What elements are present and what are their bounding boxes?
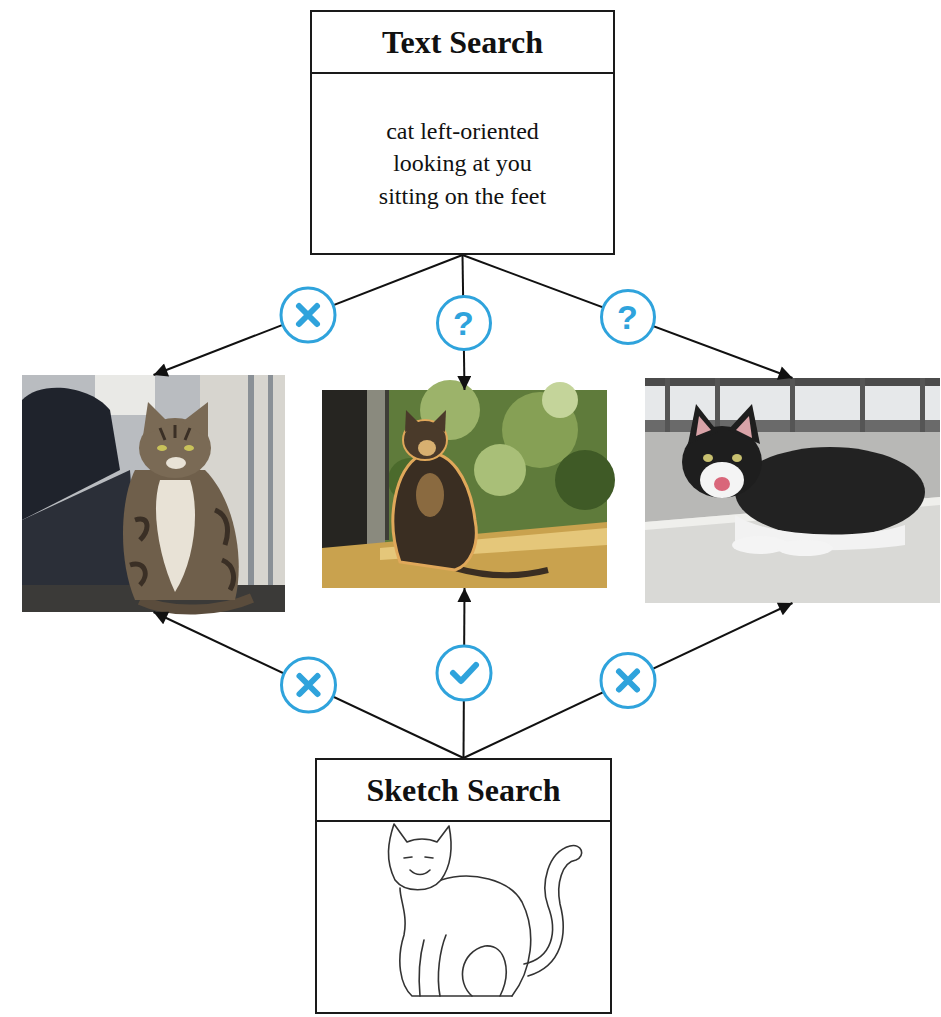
black-white-cat-photo <box>665 378 670 432</box>
backlit-cat-photo <box>418 440 436 456</box>
photo-frame <box>22 375 285 612</box>
arrow-connector <box>463 255 793 378</box>
black-white-cat-photo <box>703 454 713 462</box>
black-white-cat-photo <box>920 378 925 432</box>
black-white-cat-photo <box>732 454 742 462</box>
header-cell: Sketch Search <box>317 760 610 822</box>
cross-badge <box>281 288 335 342</box>
backlit-cat-photo <box>367 390 385 545</box>
question-badge: ? <box>600 289 656 345</box>
backlit-cat-photo <box>393 453 476 570</box>
cross-badge <box>300 676 318 694</box>
black-white-cat-photo <box>700 462 744 498</box>
tabby-cat-photo <box>160 425 190 440</box>
edge-label: ? <box>617 300 638 334</box>
box-title: Text Search <box>382 24 543 61</box>
header-cell: Text Search <box>312 12 613 74</box>
black-white-cat-photo <box>645 378 940 432</box>
black-white-cat-photo <box>736 416 752 438</box>
backlit-cat-photo <box>542 382 578 418</box>
black-white-cat-photo <box>645 378 940 603</box>
photo-frame <box>645 378 940 603</box>
arrow-connector <box>154 612 464 758</box>
tabby-cat-photo <box>156 480 195 592</box>
arrow-connector <box>154 255 463 375</box>
backlit-cat-photo <box>432 410 446 432</box>
black-white-cat-photo <box>696 416 711 436</box>
cat-sketch <box>441 876 531 996</box>
tabby-cat-photo <box>157 445 167 451</box>
cat-sketch <box>438 935 446 996</box>
cat-sketch <box>388 824 581 996</box>
black-white-cat-photo <box>735 447 925 537</box>
backlit-cat-photo <box>474 444 526 496</box>
cross-badge <box>282 658 336 712</box>
box-title: Sketch Search <box>366 772 560 809</box>
backlit-cat-photo <box>405 410 420 432</box>
cat-sketch <box>410 870 430 875</box>
body-cell: cat left-oriented looking at you sitting… <box>312 74 613 253</box>
backlit-cat-photo <box>455 568 548 575</box>
cross-badge <box>281 288 335 342</box>
tabby-cat-photo <box>182 402 208 438</box>
black-white-cat-photo <box>645 378 940 603</box>
cross-badge <box>601 654 655 708</box>
tabby-cat-photo <box>22 375 285 612</box>
tabby-cat-photo <box>248 375 254 612</box>
black-white-cat-photo <box>714 477 730 491</box>
tabby-cat-photo <box>143 402 170 436</box>
photo-frame <box>322 390 607 588</box>
black-white-cat-photo <box>688 404 718 444</box>
backlit-cat-photo <box>555 450 615 510</box>
cross-badge <box>282 658 336 712</box>
cross-badge <box>619 672 637 690</box>
check-badge <box>437 646 491 700</box>
backlit-cat-photo <box>416 473 444 517</box>
edge-label: ? <box>453 306 474 340</box>
check-badge <box>453 665 476 681</box>
tabby-cat-photo <box>22 375 285 612</box>
text-search-box: Text Search cat left-oriented looking at … <box>310 10 615 255</box>
arrow-connector <box>464 603 793 758</box>
black-white-cat-photo <box>715 378 720 432</box>
cat-sketch <box>462 946 506 996</box>
cross-badge <box>601 654 655 708</box>
backlit-cat-photo <box>322 380 615 588</box>
tabby-cat-photo <box>268 375 273 612</box>
sketch-search-box: Sketch Search <box>315 758 612 1014</box>
tabby-cat-photo <box>166 457 186 469</box>
cat-sketch <box>419 940 424 996</box>
tabby-cat-photo <box>184 445 194 451</box>
black-white-cat-photo <box>860 378 865 432</box>
question-badge: ? <box>436 295 492 351</box>
black-white-cat-photo <box>777 540 833 556</box>
cat-sketch <box>524 846 582 976</box>
cat-sketch <box>404 857 433 858</box>
black-white-cat-photo <box>790 378 795 432</box>
cat-sketch <box>400 888 512 996</box>
backlit-cat-photo <box>385 390 389 540</box>
query-text: cat left-oriented looking at you sitting… <box>370 115 556 212</box>
cross-badge <box>299 306 317 324</box>
black-white-cat-photo <box>728 404 760 444</box>
tabby-cat-photo <box>123 470 239 600</box>
check-badge <box>437 646 491 700</box>
